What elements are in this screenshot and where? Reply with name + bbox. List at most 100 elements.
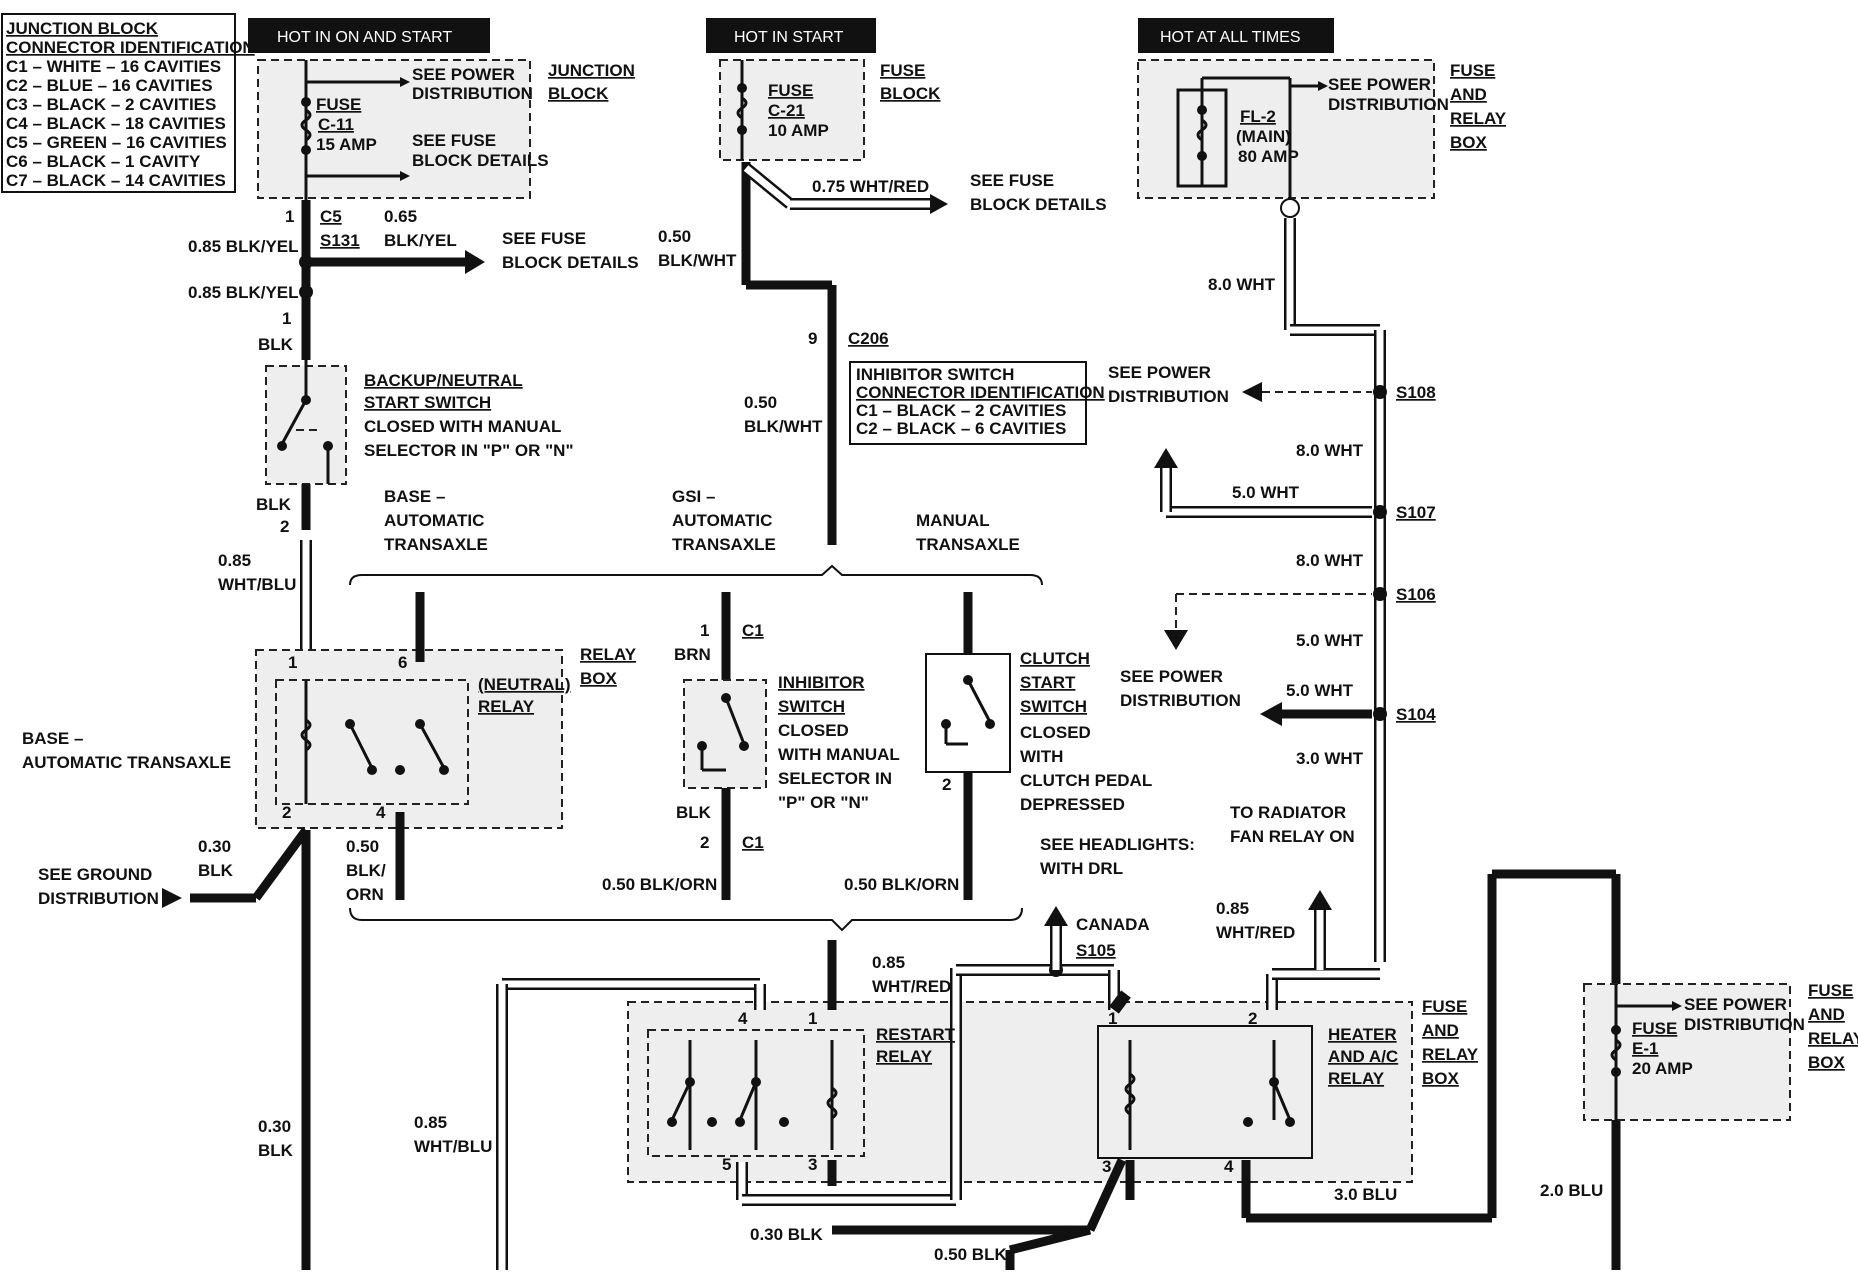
rp-wire-5wht-b: 5.0 WHT: [1296, 631, 1364, 650]
frr-fuse-id: E-1: [1632, 1039, 1658, 1058]
inh-legend-4: C2 – BLACK – 6 CAVITIES: [856, 419, 1066, 438]
header-hot-start: HOT IN START: [706, 18, 876, 53]
heater-relay-1: HEATER: [1328, 1025, 1397, 1044]
hr-pin-3: 3: [1102, 1157, 1111, 1176]
rp-s107: S107: [1396, 503, 1436, 522]
hr-pin-4: 4: [1224, 1157, 1234, 1176]
legend-row: C2 – BLUE – 16 CAVITIES: [6, 76, 213, 95]
fb-fuse-amp: 10 AMP: [768, 121, 829, 140]
legend-row: C5 – GREEN – 16 CAVITIES: [6, 133, 227, 152]
clutch-wire-blkorn: 0.50 BLK/ORN: [844, 875, 959, 894]
frb-fuse-amp: 80 AMP: [1238, 147, 1299, 166]
fb-fuse-label: FUSE: [768, 81, 813, 100]
lr-wire-030: 0.30 BLK: [750, 1225, 823, 1244]
rb-ground-030-1: 0.30: [258, 1117, 291, 1136]
header-hot-on-start-text: HOT IN ON AND START: [277, 29, 452, 46]
legend-title-2: CONNECTOR IDENTIFICATION: [6, 38, 255, 57]
rp-headlights-2: WITH DRL: [1040, 859, 1123, 878]
lr-pin-4: 4: [738, 1009, 748, 1028]
clutch-desc-3: CLUTCH PEDAL: [1020, 771, 1152, 790]
frb-name-2: AND: [1450, 85, 1487, 104]
rb-ground-030-2: BLK: [258, 1141, 294, 1160]
clutch-pin-2: 2: [942, 775, 951, 794]
rb-pin-2: 2: [282, 803, 291, 822]
lr-pin-5: 5: [722, 1155, 731, 1174]
frr-see-power-1: SEE POWER: [1684, 995, 1787, 1014]
lr-box-1: FUSE: [1422, 997, 1467, 1016]
rb-wire-050-1: 0.50: [346, 837, 379, 856]
manual-label-2: TRANSAXLE: [916, 535, 1020, 554]
rp-radiator-1: TO RADIATOR: [1230, 803, 1346, 822]
rp-wire-8wht-b: 8.0 WHT: [1296, 441, 1364, 460]
frb-name-3: RELAY: [1450, 109, 1507, 128]
lr-wire-3blu: 3.0 BLU: [1334, 1185, 1397, 1204]
rp-see-power-4: DISTRIBUTION: [1120, 691, 1241, 710]
rp-s104: S104: [1396, 705, 1436, 724]
lr-wire-whtred-1: 0.85: [872, 953, 905, 972]
frr-see-power-2: DISTRIBUTION: [1684, 1015, 1805, 1034]
lr-pin-1: 1: [808, 1009, 817, 1028]
relay-box: 1 6 2 4 (NEUTRAL) RELAY RELAY BOX 0.30 B…: [38, 592, 637, 1270]
left-pin-2: 2: [280, 517, 289, 536]
lr-wire-2blu: 2.0 BLU: [1540, 1181, 1603, 1200]
rb-pin-6: 6: [398, 653, 407, 672]
inh-blk: BLK: [676, 803, 712, 822]
legend-row: C1 – WHITE – 16 CAVITIES: [6, 57, 221, 76]
lr-wire-whtred-2: WHT/RED: [872, 977, 951, 996]
mid-wire-whtred: 0.75 WHT/RED: [812, 177, 929, 196]
gsi-label-3: TRANSAXLE: [672, 535, 776, 554]
fb-fuse-id: C-21: [768, 101, 805, 120]
mid-wire-050b-1: 0.50: [744, 393, 777, 412]
base-label-3: TRANSAXLE: [384, 535, 488, 554]
frr-name-3: RELAY: [1808, 1029, 1858, 1048]
legend-row: C7 – BLACK – 14 CAVITIES: [6, 171, 226, 190]
left-wire-whtblu-1: 0.85: [218, 551, 251, 570]
inh-desc-1: CLOSED: [778, 721, 849, 740]
left-s131: S131: [320, 231, 360, 250]
gsi-label-1: GSI –: [672, 487, 715, 506]
base-label-1: BASE –: [384, 487, 445, 506]
rb-wire-030-1: 0.30: [198, 837, 231, 856]
inh-wire-blkorn: 0.50 BLK/ORN: [602, 875, 717, 894]
mid-see-fuse-2: BLOCK DETAILS: [970, 195, 1107, 214]
neutral-relay-1: (NEUTRAL): [478, 675, 571, 694]
jb-fuse-label: FUSE: [316, 95, 361, 114]
ground-see-1: SEE GROUND: [38, 865, 152, 884]
rb-pin-4: 4: [376, 803, 386, 822]
jb-name-2: BLOCK: [548, 84, 609, 103]
left-branch: 1 C5 S131 0.85 BLK/YEL 0.65 BLK/YEL SEE …: [22, 200, 639, 772]
frb-name-1: FUSE: [1450, 61, 1495, 80]
jb-see-fuse-1: SEE FUSE: [412, 131, 496, 150]
junction-block: SEE POWER DISTRIBUTION FUSE C-11 15 AMP …: [257, 59, 635, 200]
lr-box-4: BOX: [1422, 1069, 1460, 1088]
lower-brace: [349, 907, 1023, 932]
fuse-relay-box-right: FUSE E-1 20 AMP SEE POWER DISTRIBUTION F…: [1583, 981, 1858, 1121]
mid-see-fuse-1: SEE FUSE: [970, 171, 1054, 190]
frb-fuse-main: (MAIN): [1236, 127, 1291, 146]
left-see-fuse-1: SEE FUSE: [502, 229, 586, 248]
header-hot-all: HOT AT ALL TIMES: [1138, 18, 1334, 53]
inh-title-2: SWITCH: [778, 697, 845, 716]
rp-s106: S106: [1396, 585, 1436, 604]
legend-row: C3 – BLACK – 2 CAVITIES: [6, 95, 216, 114]
rb-wire-050-2: BLK/: [346, 861, 386, 880]
jb-fuse-amp: 15 AMP: [316, 135, 377, 154]
rp-wire-whtred-1: 0.85: [1216, 899, 1249, 918]
manual-label-1: MANUAL: [916, 511, 990, 530]
inh-desc-2: WITH MANUAL: [778, 745, 900, 764]
clutch-title-1: CLUTCH: [1020, 649, 1090, 668]
switch-desc-2: SELECTOR IN "P" OR "N": [364, 441, 574, 460]
legend-row: C6 – BLACK – 1 CAVITY: [6, 152, 201, 171]
gsi-label-2: AUTOMATIC: [672, 511, 772, 530]
frr-fuse-label: FUSE: [1632, 1019, 1677, 1038]
rp-see-power-1: SEE POWER: [1108, 363, 1211, 382]
left-wire-blkyel-a: 0.85 BLK/YEL: [188, 237, 299, 256]
fb-name-1: FUSE: [880, 61, 925, 80]
middle-branch: 0.75 WHT/RED SEE FUSE BLOCK DETAILS 0.50…: [349, 162, 1107, 586]
frb-name-4: BOX: [1450, 133, 1488, 152]
clutch-desc-2: WITH: [1020, 747, 1063, 766]
rb-wire-030-2: BLK: [198, 861, 234, 880]
lr-box-2: AND: [1422, 1021, 1459, 1040]
clutch-desc-4: DEPRESSED: [1020, 795, 1125, 814]
rb-name-2: BOX: [580, 669, 618, 688]
